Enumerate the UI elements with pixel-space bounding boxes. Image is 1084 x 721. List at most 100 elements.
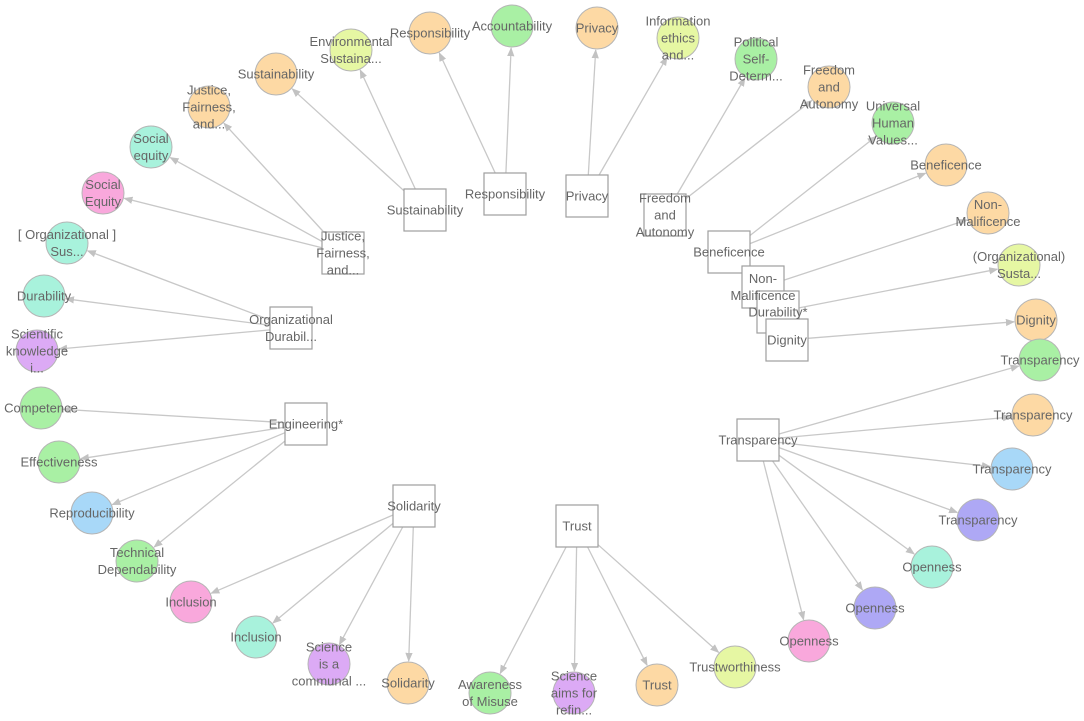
box-node-justice[interactable] — [321, 231, 365, 275]
box-shape[interactable] — [392, 484, 436, 528]
circle-shape[interactable] — [635, 663, 679, 707]
circle-shape[interactable] — [408, 11, 452, 55]
circle-node-transp3[interactable] — [990, 447, 1034, 491]
circle-shape[interactable] — [490, 4, 534, 48]
circle-node-transp4[interactable] — [956, 498, 1000, 542]
circle-node-openness3[interactable] — [787, 619, 831, 663]
box-node-engineering[interactable] — [284, 402, 328, 446]
box-node-dignity[interactable] — [765, 318, 809, 362]
box-label-freedom-line: Freedom — [639, 191, 691, 206]
box-shape[interactable] — [483, 172, 527, 216]
circle-node-socialequity1[interactable] — [129, 125, 173, 169]
circle-shape[interactable] — [1011, 393, 1055, 437]
circle-shape[interactable] — [22, 274, 66, 318]
circle-node-freedom[interactable] — [807, 65, 851, 109]
circle-node-openness2[interactable] — [853, 586, 897, 630]
circle-node-justice[interactable] — [187, 85, 231, 129]
box-node-freedom[interactable] — [643, 193, 687, 237]
circle-shape[interactable] — [307, 642, 351, 686]
circle-label-trust-line: Trust — [642, 678, 672, 693]
circle-node-universal[interactable] — [871, 101, 915, 145]
circle-shape[interactable] — [169, 580, 213, 624]
circle-shape[interactable] — [910, 545, 954, 589]
circle-node-sciencerefin[interactable] — [552, 671, 596, 715]
box-node-privacy[interactable] — [565, 174, 609, 218]
box-shape[interactable] — [284, 402, 328, 446]
box-shape[interactable] — [555, 504, 599, 548]
box-shape[interactable] — [321, 231, 365, 275]
circle-node-privacy[interactable] — [575, 6, 619, 50]
box-shape[interactable] — [403, 188, 447, 232]
box-shape[interactable] — [765, 318, 809, 362]
circle-node-transp2[interactable] — [1011, 393, 1055, 437]
circle-shape[interactable] — [990, 447, 1034, 491]
box-shape[interactable] — [565, 174, 609, 218]
box-node-solidarity[interactable] — [392, 484, 436, 528]
circle-node-orgsus2[interactable] — [45, 221, 89, 265]
circle-node-technical[interactable] — [115, 539, 159, 583]
circle-shape[interactable] — [115, 539, 159, 583]
circle-node-solidarity[interactable] — [386, 661, 430, 705]
circle-shape[interactable] — [924, 143, 968, 187]
circle-shape[interactable] — [853, 586, 897, 630]
box-node-sustainability[interactable] — [403, 188, 447, 232]
circle-node-orgsusta[interactable] — [997, 243, 1041, 287]
circle-shape[interactable] — [468, 671, 512, 715]
box-shape[interactable] — [736, 418, 780, 462]
circle-node-inclusion1[interactable] — [234, 615, 278, 659]
circle-node-scientific[interactable] — [15, 329, 59, 373]
circle-shape[interactable] — [787, 619, 831, 663]
circle-node-durability[interactable] — [22, 274, 66, 318]
circle-shape[interactable] — [45, 221, 89, 265]
circle-node-inclusion2[interactable] — [169, 580, 213, 624]
circle-shape[interactable] — [807, 65, 851, 109]
circle-shape[interactable] — [15, 329, 59, 373]
circle-node-competence[interactable] — [19, 386, 63, 430]
circle-shape[interactable] — [37, 440, 81, 484]
circle-shape[interactable] — [386, 661, 430, 705]
circle-shape[interactable] — [734, 37, 778, 81]
circle-shape[interactable] — [997, 243, 1041, 287]
circle-node-socialequity2[interactable] — [81, 171, 125, 215]
circle-node-beneficence[interactable] — [924, 143, 968, 187]
circle-shape[interactable] — [956, 498, 1000, 542]
circle-node-accountability[interactable] — [490, 4, 534, 48]
box-shape[interactable] — [269, 306, 313, 350]
circle-shape[interactable] — [713, 645, 757, 689]
circle-shape[interactable] — [966, 191, 1010, 235]
circle-shape[interactable] — [234, 615, 278, 659]
circle-shape[interactable] — [70, 491, 114, 535]
box-node-orgdur[interactable] — [269, 306, 313, 350]
circle-shape[interactable] — [254, 52, 298, 96]
circle-shape[interactable] — [871, 101, 915, 145]
circle-shape[interactable] — [19, 386, 63, 430]
circle-shape[interactable] — [552, 671, 596, 715]
edge-engineering-to-c-technical — [153, 440, 286, 548]
box-node-trust[interactable] — [555, 504, 599, 548]
circle-label-infoethics-line: and... — [662, 48, 695, 63]
circle-shape[interactable] — [81, 171, 125, 215]
circle-node-reproducibility[interactable] — [70, 491, 114, 535]
circle-node-nonmal[interactable] — [966, 191, 1010, 235]
circle-node-responsibility[interactable] — [408, 11, 452, 55]
circle-node-openness1[interactable] — [910, 545, 954, 589]
circle-node-trustworthiness[interactable] — [713, 645, 757, 689]
circle-node-transp1[interactable] — [1018, 338, 1062, 382]
circle-shape[interactable] — [575, 6, 619, 50]
box-shape[interactable] — [643, 193, 687, 237]
circle-node-political[interactable] — [734, 37, 778, 81]
circle-shape[interactable] — [329, 28, 373, 72]
circle-shape[interactable] — [1018, 338, 1062, 382]
circle-shape[interactable] — [129, 125, 173, 169]
circle-node-sustainability[interactable] — [254, 52, 298, 96]
circle-shape[interactable] — [187, 85, 231, 129]
circle-node-infoethics[interactable] — [656, 16, 700, 60]
box-node-responsibility[interactable] — [483, 172, 527, 216]
circle-node-environmental[interactable] — [329, 28, 373, 72]
circle-node-sciencecomm[interactable] — [307, 642, 351, 686]
circle-shape[interactable] — [656, 16, 700, 60]
box-node-transparency[interactable] — [736, 418, 780, 462]
circle-node-awareness[interactable] — [468, 671, 512, 715]
circle-node-effectiveness[interactable] — [37, 440, 81, 484]
circle-node-trust[interactable] — [635, 663, 679, 707]
